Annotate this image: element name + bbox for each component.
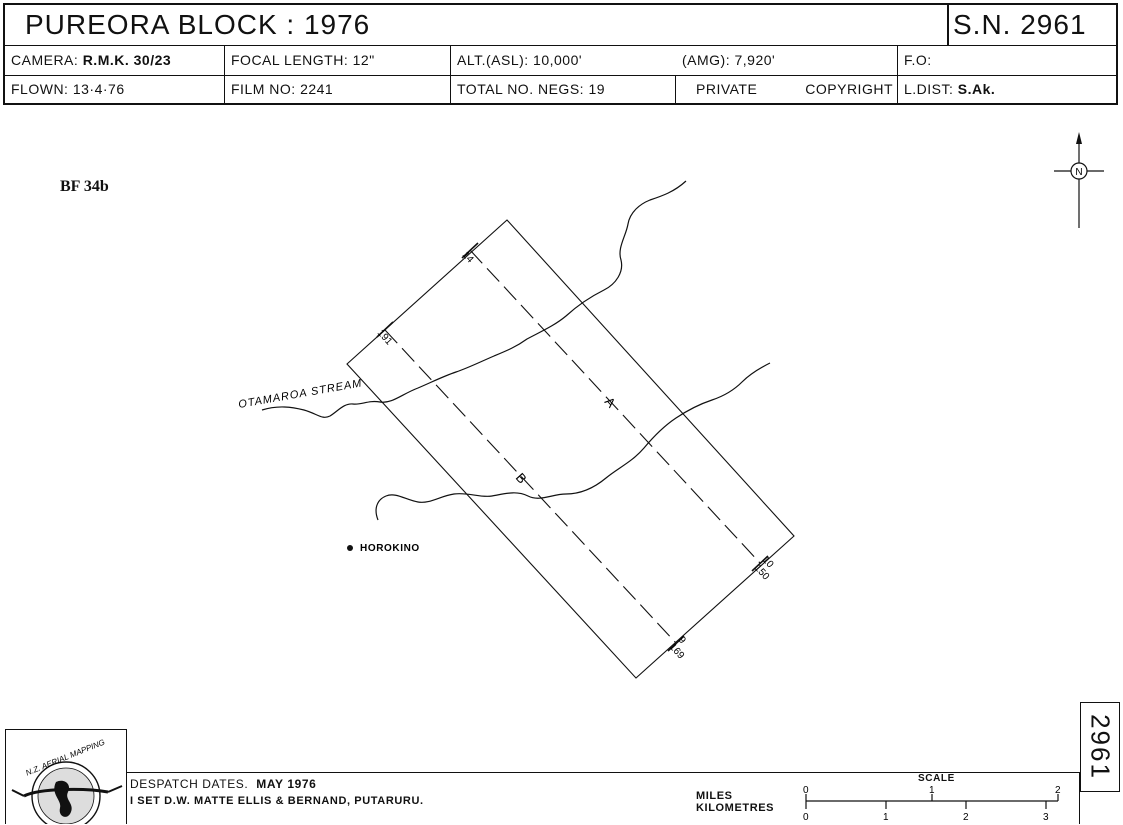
film-label: FILM NO: (231, 81, 296, 97)
alt-cell: ALT.(ASL): 10,000' (451, 45, 676, 75)
focal-cell: FOCAL LENGTH: 12" (225, 45, 451, 75)
side-number: 2961 (1085, 714, 1116, 780)
alt-value: 10,000' (533, 52, 583, 68)
film-cell: FILM NO: 2241 (225, 75, 451, 103)
horokino-label: HOROKINO (360, 543, 420, 554)
north-label: N (1075, 167, 1082, 178)
km-tick-2: 2 (963, 812, 969, 823)
flight-line-a (469, 249, 761, 564)
negs-label: TOTAL NO. NEGS: (457, 81, 585, 97)
alt-label: ALT.(ASL): (457, 52, 529, 68)
run-b-start-frame: 191 (375, 328, 395, 348)
globe-logo-icon: N.Z. AERIAL MAPPING (11, 738, 123, 824)
run-a-end-tick (751, 555, 769, 572)
camera-label: CAMERA: (11, 52, 79, 68)
horokino-marker (347, 545, 353, 551)
set-line: I SET D.W. MATTE ELLIS & BERNAND, PUTARU… (130, 795, 424, 807)
north-arrow-icon: N (1054, 132, 1104, 228)
despatch-line: DESPATCH DATES. MAY 1976 (130, 777, 316, 791)
ldist-label: L.DIST: (904, 81, 954, 97)
private-label: PRIVATE (696, 81, 758, 97)
fo-label: F.O: (904, 52, 932, 68)
run-a-start-tick (461, 242, 479, 259)
negs-value: 19 (588, 81, 606, 97)
miles-tick-1: 1 (929, 785, 935, 796)
run-b-end-frame: 9 (676, 635, 688, 647)
despatch-label: DESPATCH DATES. (130, 777, 249, 791)
flown-cell: FLOWN: 13·4·76 (5, 75, 225, 103)
sheet-id-label: BF 34b (60, 178, 109, 195)
ldist-value: S.Ak. (957, 81, 996, 97)
negs-cell: TOTAL NO. NEGS: 19 (451, 75, 676, 103)
flown-value: 13·4·76 (72, 81, 125, 97)
amg-value: 7,920' (734, 52, 776, 68)
scale-label: SCALE (918, 773, 955, 784)
focal-value: 12" (352, 52, 375, 68)
run-b-start-tick (376, 321, 394, 338)
run-b-end-tick (667, 635, 685, 652)
km-tick-1: 1 (883, 812, 889, 823)
miles-tick-0: 0 (803, 785, 809, 796)
amg-label: (AMG): (682, 52, 731, 68)
otamaroa-stream (261, 180, 687, 418)
fo-cell: F.O: (898, 45, 1116, 75)
coverage-outline (346, 219, 795, 679)
second-stream (375, 362, 771, 521)
amg-cell: (AMG): 7,920' (676, 45, 898, 75)
run-b-end-frame-2: 169 (667, 642, 687, 662)
scale-bar: 0 1 2 0 1 2 3 (803, 785, 1061, 823)
copyright-label: COPYRIGHT (805, 81, 893, 97)
film-value: 2241 (300, 81, 334, 97)
company-logo: N.Z. AERIAL MAPPING (5, 729, 127, 824)
km-label: KILOMETRES (696, 802, 775, 814)
sheet-number: S.N. 2961 (948, 5, 1116, 45)
flown-label: FLOWN: (11, 81, 69, 97)
flight-line-b (384, 329, 677, 644)
miles-tick-2: 2 (1055, 785, 1061, 796)
miles-label: MILES (696, 790, 733, 802)
focal-label: FOCAL LENGTH: (231, 52, 349, 68)
camera-value: R.M.K. 30/23 (82, 52, 172, 68)
run-a-start-frame: 14 (460, 250, 476, 266)
header-table: PUREORA BLOCK : 1976 S.N. 2961 CAMERA: R… (3, 3, 1118, 105)
header-row-divider (5, 45, 1116, 46)
despatch-value: MAY 1976 (256, 777, 317, 791)
ldist-cell: L.DIST: S.Ak. (898, 75, 1116, 103)
side-number-box: 2961 (1080, 702, 1120, 792)
camera-cell: CAMERA: R.M.K. 30/23 (5, 45, 225, 75)
km-tick-0: 0 (803, 812, 809, 823)
copyright-cell: PRIVATE COPYRIGHT (676, 75, 898, 103)
footer-panel: DESPATCH DATES. MAY 1976 I SET D.W. MATT… (126, 772, 1080, 824)
block-title: PUREORA BLOCK : 1976 (5, 5, 948, 45)
km-tick-3: 3 (1043, 812, 1049, 823)
run-b-label: B (513, 470, 530, 486)
header-row-divider (5, 75, 1116, 76)
